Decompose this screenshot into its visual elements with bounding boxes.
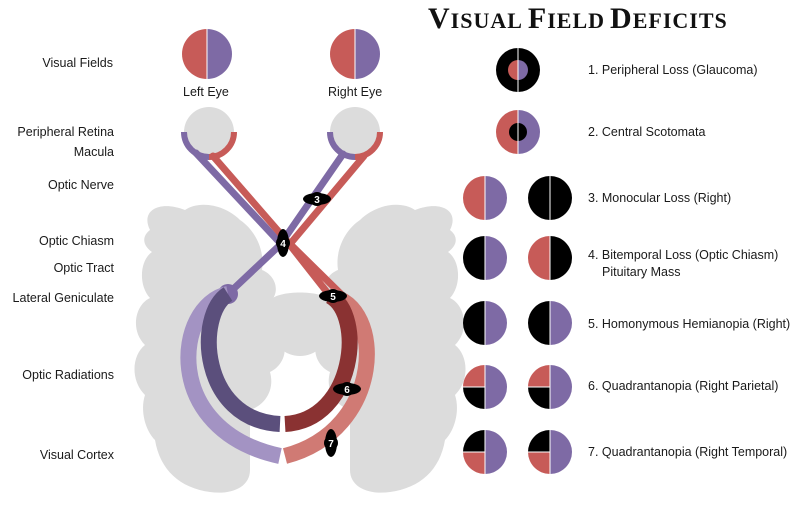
label-optic-tract: Optic Tract: [53, 261, 114, 275]
label-optic-nerve: Optic Nerve: [48, 178, 114, 192]
deficit-4-right-field: [528, 236, 572, 280]
deficit-5-label: 5. Homonymous Hemianopia (Right): [588, 317, 791, 331]
label-peripheral-retina: Peripheral Retina: [17, 125, 114, 139]
left-eye-globe: [181, 107, 237, 160]
deficit-4-label: 4. Bitemporal Loss (Optic Chiasm): [588, 248, 779, 262]
marker-5-label: 5: [330, 292, 336, 303]
marker-6-label: 6: [344, 385, 350, 396]
deficit-1-label: 1. Peripheral Loss (Glaucoma): [588, 63, 758, 77]
deficit-2-field: [496, 110, 540, 154]
deficit-5-right-field: [528, 301, 572, 345]
label-visual-fields: Visual Fields: [42, 56, 113, 70]
deficit-3-left-field: [463, 176, 507, 220]
left-eye-field: [182, 29, 232, 79]
deficit-2-label: 2. Central Scotomata: [588, 125, 706, 139]
deficit-7-right-field: [528, 430, 572, 474]
label-visual-cortex: Visual Cortex: [39, 448, 114, 462]
marker-3: 3: [303, 192, 331, 206]
right-eye-field: [330, 29, 380, 79]
marker-3-label: 3: [314, 195, 320, 206]
deficit-7-left-field: [463, 430, 507, 474]
deficit-6-left-field: [463, 365, 507, 409]
label-right-eye: Right Eye: [328, 85, 383, 99]
label-optic-radiations: Optic Radiations: [22, 368, 114, 382]
marker-7: 7: [324, 429, 338, 457]
label-macula: Macula: [73, 145, 114, 159]
marker-6: 6: [333, 382, 361, 396]
deficit-1-field: [496, 48, 540, 92]
marker-4: 4: [276, 229, 290, 257]
right-eye-globe: [327, 107, 383, 160]
deficit-3-right-field: [528, 176, 572, 220]
label-left-eye: Left Eye: [183, 85, 229, 99]
marker-5: 5: [319, 289, 347, 303]
deficit-7-label: 7. Quadrantanopia (Right Temporal): [588, 445, 788, 459]
marker-4-label: 4: [280, 239, 286, 250]
deficit-6-right-field: [528, 365, 572, 409]
label-optic-chiasm: Optic Chiasm: [38, 234, 114, 248]
lesion-markers: 3 4 5 6 7: [276, 192, 361, 457]
deficit-4-left-field: [463, 236, 507, 280]
deficit-4-sublabel: Pituitary Mass: [602, 265, 681, 279]
deficit-3-label: 3. Monocular Loss (Right): [588, 191, 732, 205]
deficit-6-label: 6. Quadrantanopia (Right Parietal): [588, 379, 779, 393]
optic-radiations: [180, 286, 375, 464]
deficit-5-left-field: [463, 301, 507, 345]
page-title: VISUAL FIELD DEFICITS: [428, 2, 728, 35]
marker-7-label: 7: [328, 439, 334, 450]
label-lateral-geniculate: Lateral Geniculate: [12, 291, 114, 305]
